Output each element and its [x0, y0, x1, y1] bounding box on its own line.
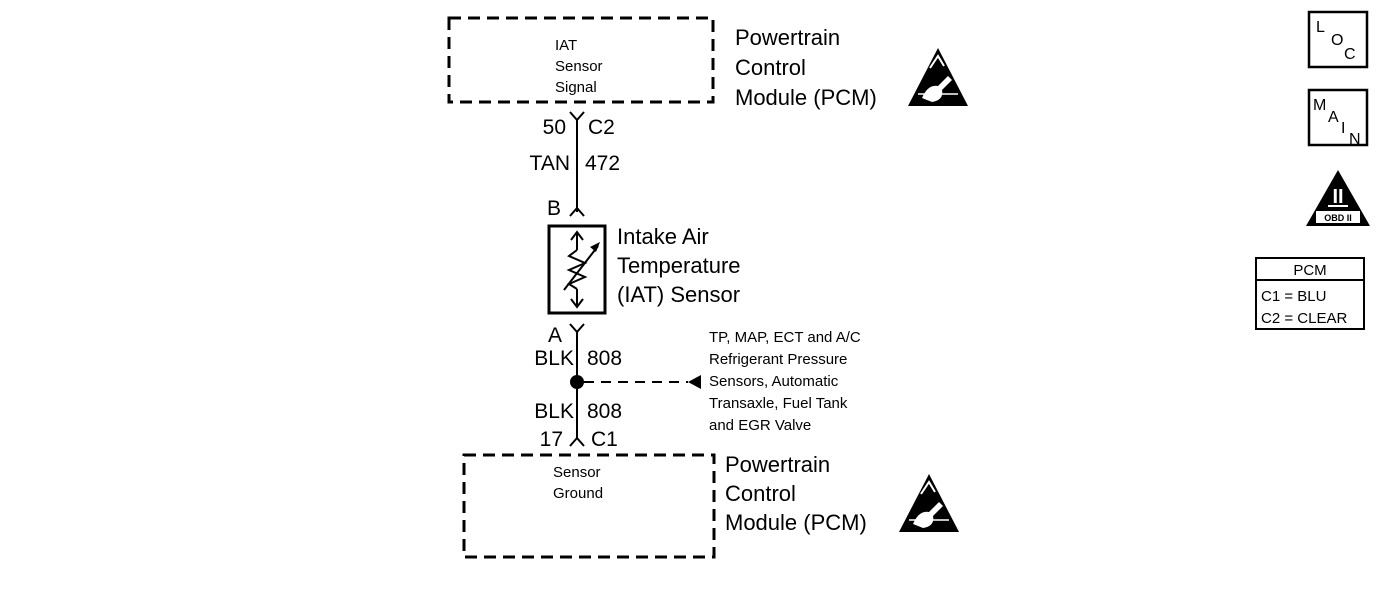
obd-ii-icon[interactable]: II OBD II	[1306, 170, 1370, 226]
sensor-terminal-b: B	[547, 197, 561, 220]
svg-text:OBD II: OBD II	[1324, 213, 1352, 223]
iat-sensor-label-3: (IAT) Sensor	[617, 282, 740, 307]
pcm-bottom-module: Sensor Ground Powertrain Control Module …	[462, 452, 959, 559]
shared-ground-arrow	[688, 375, 701, 389]
sensor-terminal-a: A	[548, 324, 562, 347]
connector-c1-symbol	[569, 436, 585, 447]
signal-wire: 50 C2 TAN 472 B	[530, 111, 620, 220]
connector-c2-symbol	[569, 111, 585, 122]
pcm-bottom-title-2: Control	[725, 481, 796, 506]
signal-pin-number: 50	[543, 116, 566, 139]
pcm-top-title-1: Powertrain	[735, 25, 840, 50]
iat-sensor-label-1: Intake Air	[617, 224, 709, 249]
shared-ground-note-line-4: Transaxle, Fuel Tank	[709, 395, 848, 412]
pcm-top-title-3: Module (PCM)	[735, 85, 877, 110]
svg-text:M: M	[1313, 97, 1326, 114]
svg-text:II: II	[1332, 186, 1343, 208]
pcm-top-module: IAT Sensor Signal Powertrain Control Mod…	[447, 16, 968, 110]
ground-pin-number: 17	[540, 428, 563, 451]
connector-a-symbol	[569, 323, 585, 334]
ground-lower-wire-color: BLK	[534, 400, 574, 423]
pcm-top-title-2: Control	[735, 55, 806, 80]
connector-legend-row-1: C1 = BLU	[1261, 288, 1326, 305]
pcm-bottom-inner-label-2: Ground	[553, 485, 603, 502]
svg-text:N: N	[1349, 131, 1361, 148]
svg-text:C: C	[1344, 46, 1356, 63]
pcm-top-inner-label-3: Signal	[555, 79, 597, 96]
ground-wire: A BLK 808 BLK 808 17 C1	[534, 323, 701, 451]
iat-sensor: Intake Air Temperature (IAT) Sensor	[547, 224, 741, 315]
loc-icon[interactable]: L O C	[1307, 10, 1369, 69]
esd-warning-icon	[899, 474, 959, 532]
main-icon[interactable]: M A I N	[1307, 88, 1369, 148]
shared-ground-note-line-1: TP, MAP, ECT and A/C	[709, 329, 861, 346]
pcm-bottom-inner-label-1: Sensor	[553, 464, 601, 481]
svg-text:A: A	[1328, 109, 1339, 126]
signal-circuit-number: 472	[585, 152, 620, 175]
pcm-top-inner-label-2: Sensor	[555, 58, 603, 75]
connector-b-symbol	[569, 206, 585, 217]
ground-upper-wire-color: BLK	[534, 347, 574, 370]
svg-text:O: O	[1331, 32, 1343, 49]
pcm-bottom-title-3: Module (PCM)	[725, 510, 867, 535]
shared-ground-note-line-3: Sensors, Automatic	[709, 373, 839, 390]
svg-text:L: L	[1316, 19, 1325, 36]
connector-legend-row-2: C2 = CLEAR	[1261, 310, 1347, 327]
pcm-bottom-title-1: Powertrain	[725, 452, 830, 477]
pcm-top-inner-label-1: IAT	[555, 37, 577, 54]
connector-legend-title: PCM	[1293, 262, 1326, 279]
connector-legend: PCM C1 = BLU C2 = CLEAR	[1255, 257, 1365, 330]
pcm-bottom-dashed-box	[462, 453, 716, 559]
ground-splice	[570, 375, 584, 389]
ground-upper-circuit-number: 808	[587, 347, 622, 370]
svg-text:I: I	[1341, 120, 1345, 137]
iat-sensor-label-2: Temperature	[617, 253, 741, 278]
esd-warning-icon	[908, 48, 968, 106]
signal-connector-id: C2	[588, 116, 615, 139]
shared-ground-note-line-2: Refrigerant Pressure	[709, 351, 847, 368]
signal-wire-color: TAN	[530, 152, 570, 175]
shared-ground-note-line-5: and EGR Valve	[709, 417, 811, 434]
pcm-top-dashed-box	[447, 16, 715, 104]
ground-connector-id: C1	[591, 428, 618, 451]
ground-lower-circuit-number: 808	[587, 400, 622, 423]
thermistor-icon	[563, 230, 600, 309]
shared-ground-note: TP, MAP, ECT and A/C Refrigerant Pressur…	[709, 329, 861, 434]
